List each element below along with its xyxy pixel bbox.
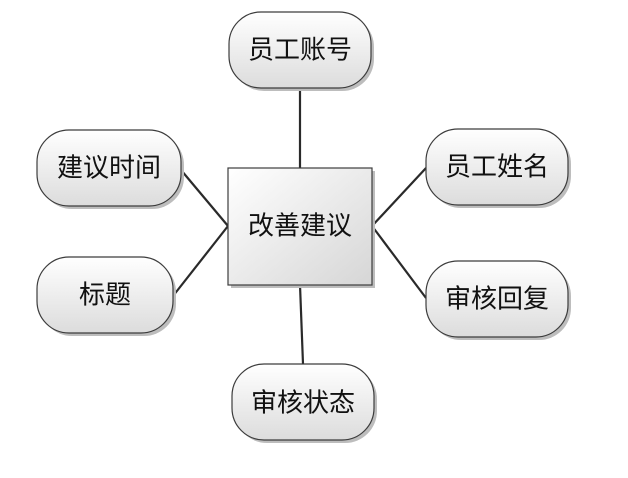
attr-body: [231, 363, 375, 441]
edge-title: [172, 225, 229, 297]
attr-body: [36, 256, 174, 334]
attr-title: 标题: [36, 256, 176, 336]
edge-suggestion-time: [180, 169, 229, 227]
attr-label: 标题: [79, 281, 131, 311]
attr-employee-name: 员工姓名: [425, 128, 571, 208]
edges: [172, 89, 427, 365]
entity-label: 改善建议: [248, 212, 352, 242]
attr-body: [425, 128, 569, 206]
attr-label: 建议时间: [57, 154, 161, 184]
attr-body: [36, 129, 182, 207]
edge-review-reply: [371, 225, 427, 299]
attr-review-reply: 审核回复: [425, 260, 571, 340]
attr-label: 审核回复: [445, 285, 549, 315]
attr-label: 员工姓名: [445, 153, 549, 183]
entity-box-body: [227, 167, 373, 286]
attr-label: 审核状态: [251, 389, 355, 419]
edge-employee-name: [371, 167, 427, 227]
attr-body: [425, 260, 569, 338]
attr-suggestion-time: 建议时间: [36, 129, 184, 209]
attr-label: 员工账号: [248, 36, 352, 66]
entity-box: 改善建议: [227, 167, 375, 288]
attr-employee-account: 员工账号: [228, 11, 374, 91]
attr-review-status: 审核状态: [231, 363, 377, 443]
edge-review-status: [298, 284, 305, 365]
attr-body: [228, 11, 372, 89]
